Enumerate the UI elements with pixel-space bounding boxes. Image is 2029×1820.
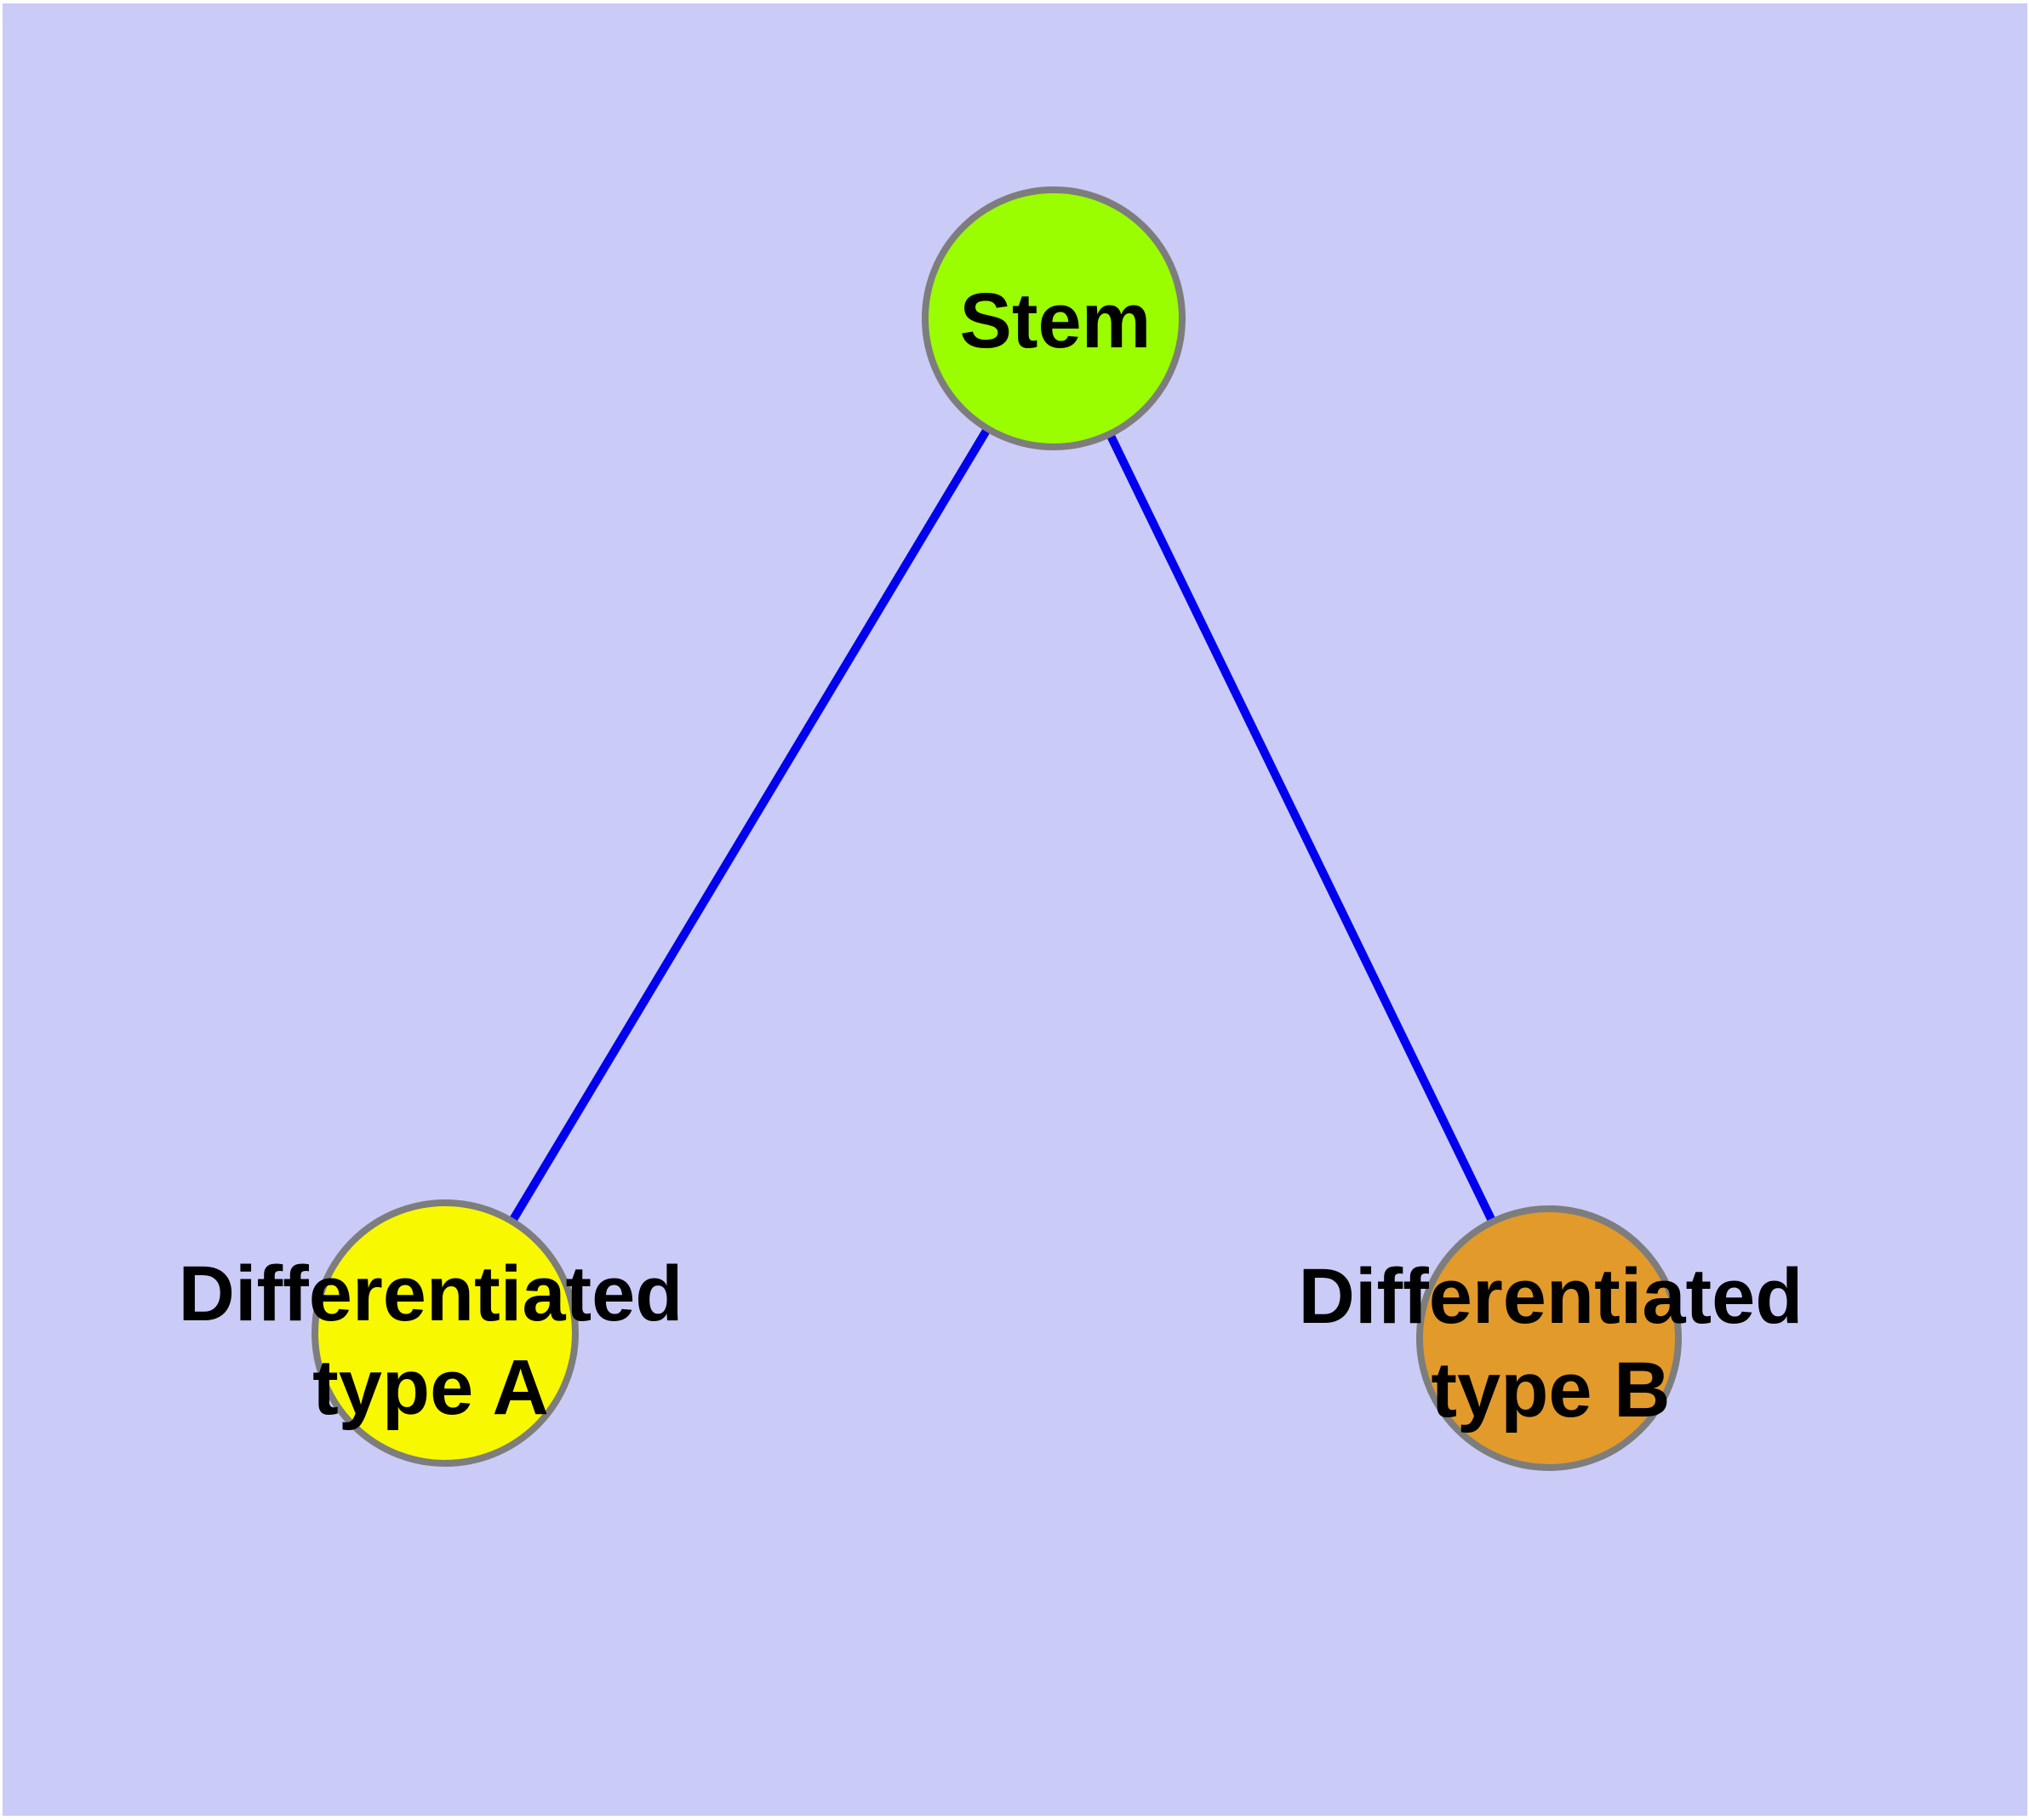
type-a-label-line-2: type A [312,1344,549,1431]
type-a-node-circle [311,1199,579,1467]
stem-label-text: Stem [959,278,1152,364]
edge-stem-to-type-a [441,316,1058,1336]
type-b-node-circle [1416,1205,1682,1471]
type-b-label-line-1: Differentiated [1298,1253,1803,1340]
type-a-node-label: Differentiated type A [179,1247,683,1434]
stem-node-label: Stem [960,274,1152,368]
edge-stem-to-type-b [1049,316,1553,1341]
stem-node-circle [922,186,1186,450]
type-b-label-line-2: type B [1431,1347,1671,1434]
type-a-label-line-1: Differentiated [178,1251,683,1337]
type-b-node-label: Differentiated type B [1299,1250,1803,1437]
